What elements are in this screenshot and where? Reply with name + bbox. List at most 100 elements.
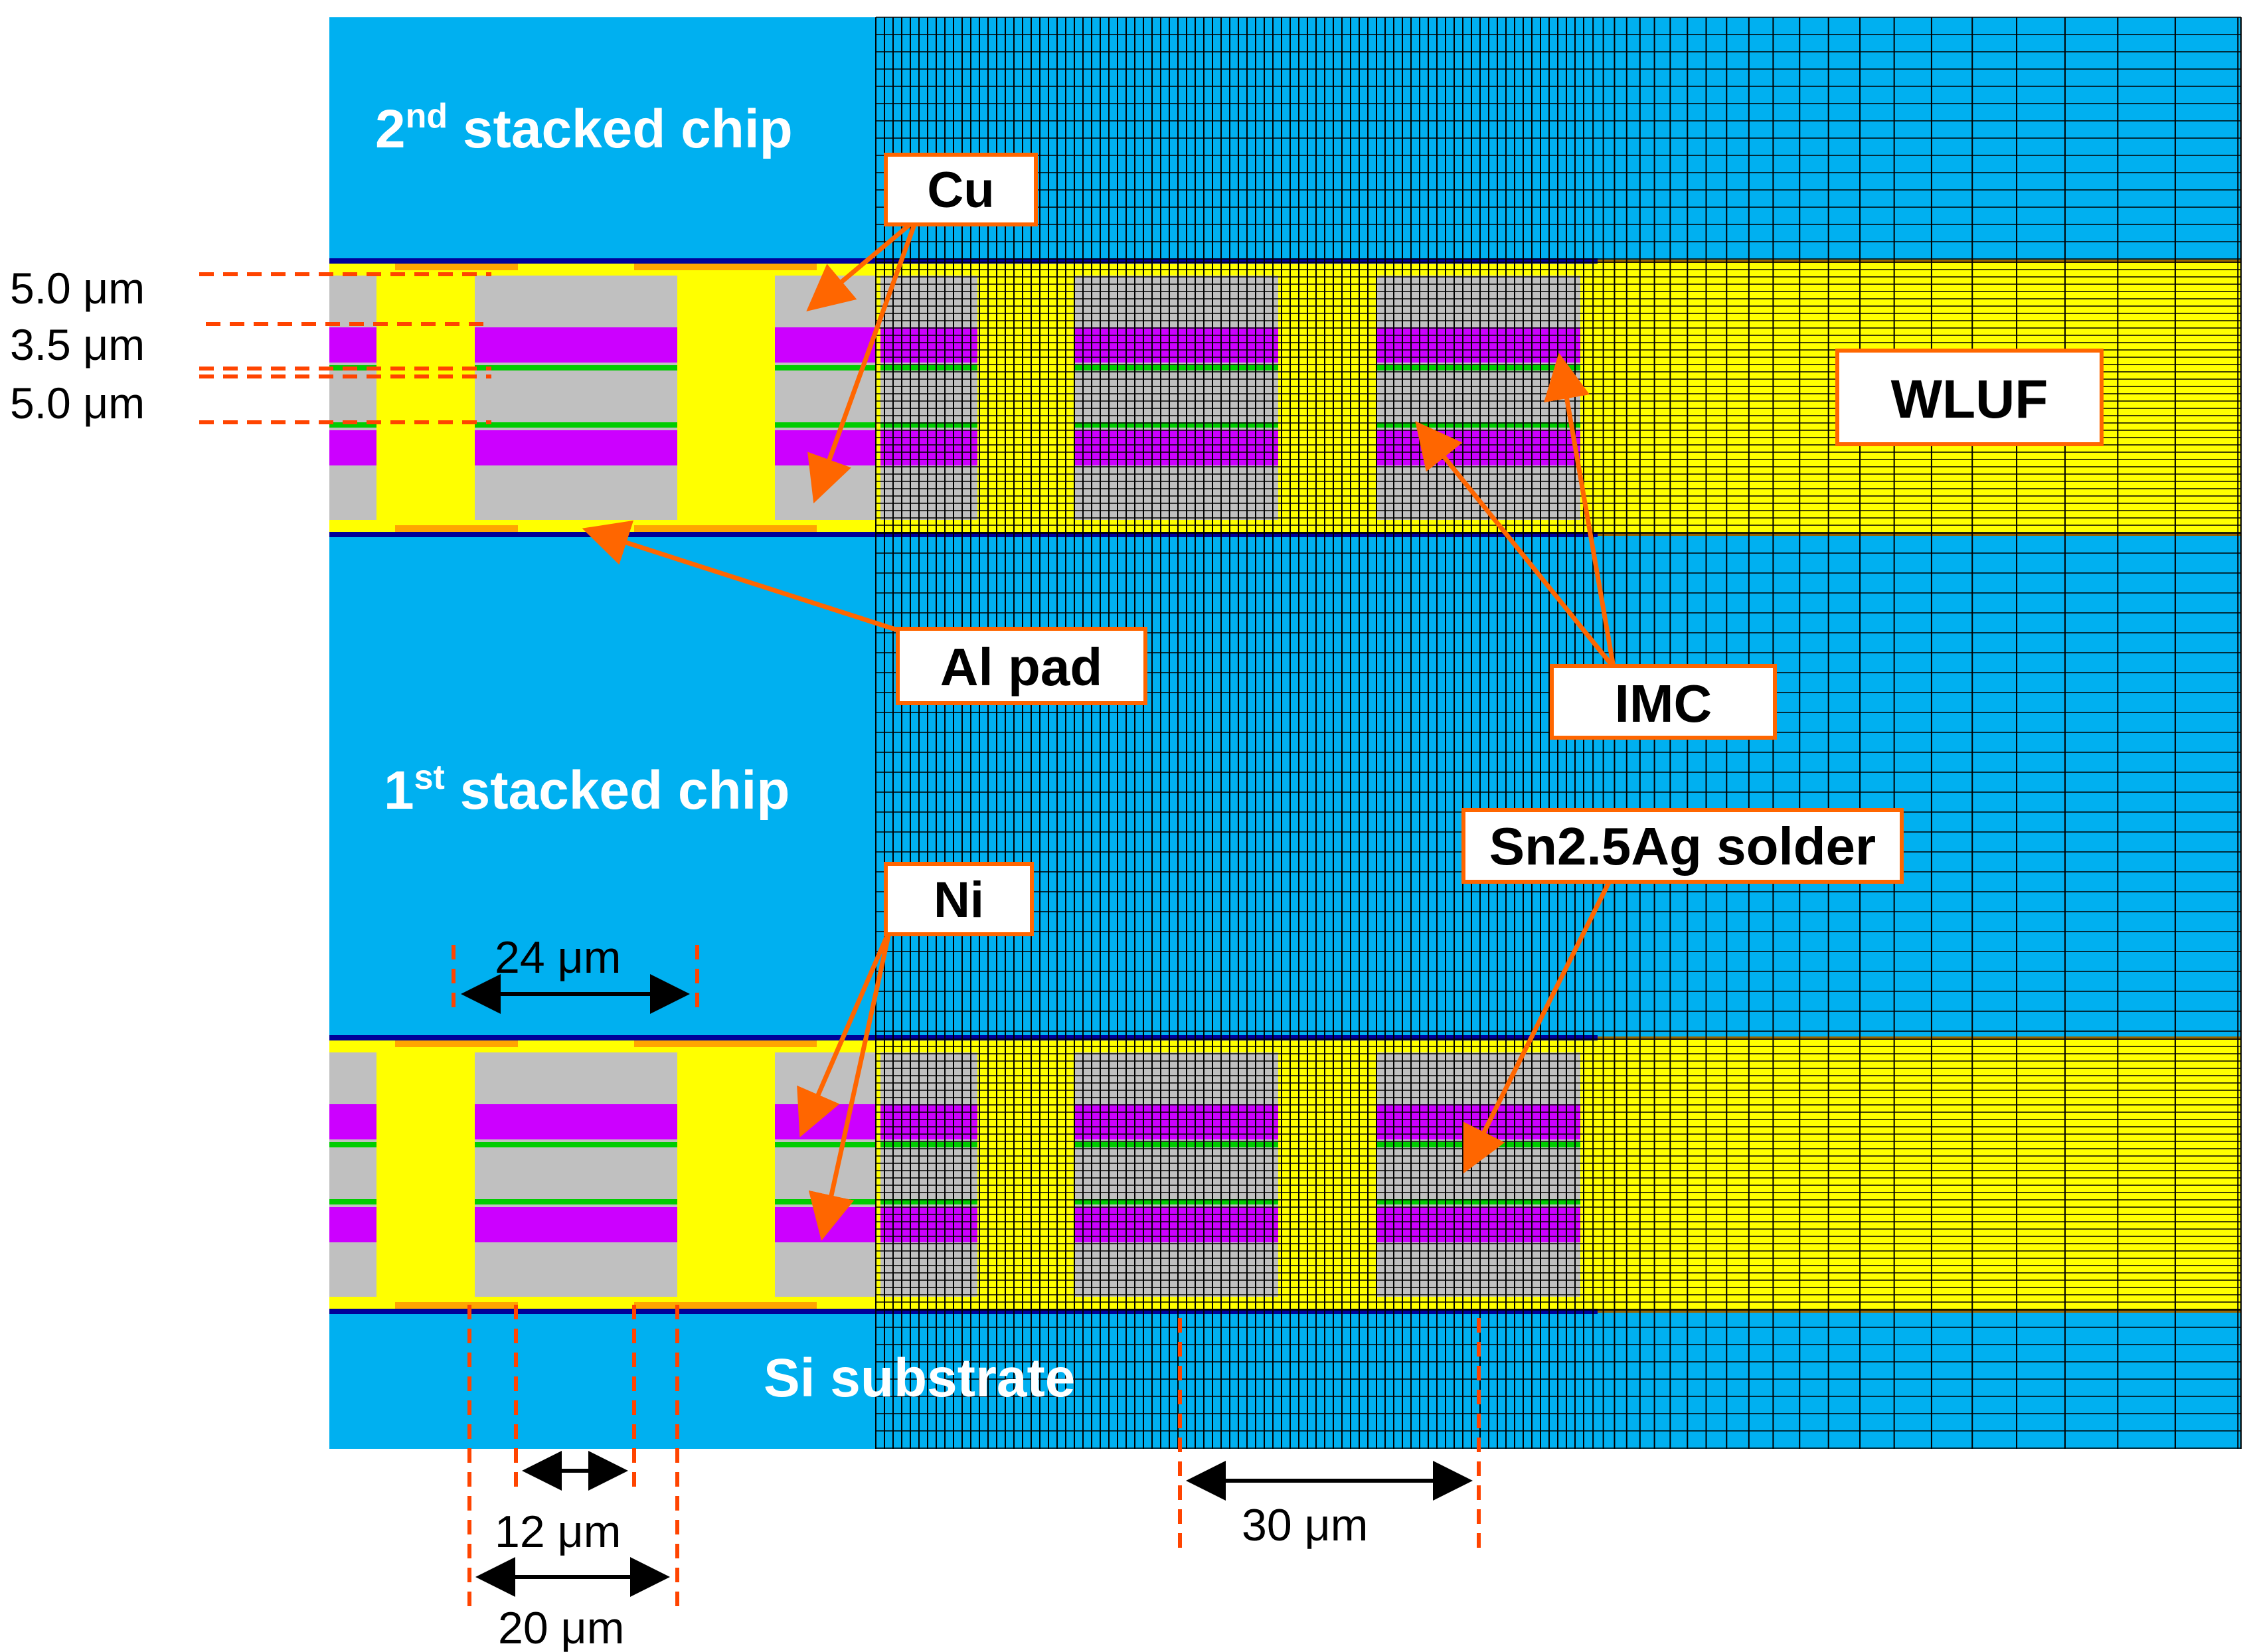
al-pad-line — [1598, 1036, 2241, 1040]
nickel-layer — [1376, 422, 1580, 428]
lower-joint-layer — [329, 1035, 2241, 1314]
imc-layer — [1075, 1207, 1278, 1242]
nickel-layer — [475, 422, 677, 428]
al-pad-line — [1598, 1309, 2241, 1313]
nickel-layer — [1075, 1142, 1278, 1147]
imc-layer — [880, 1207, 977, 1242]
copper-pillar — [1278, 270, 1376, 525]
dim-12-label: 12 μm — [495, 1507, 621, 1557]
ni-callout-text: Ni — [934, 872, 984, 928]
pitch-label: 24 μm — [495, 932, 621, 983]
pitch-dimension: 24 μm — [452, 932, 699, 1016]
copper-pad — [395, 525, 518, 533]
copper-pad — [395, 1302, 518, 1310]
imc-layer — [880, 1104, 977, 1139]
al-pad-callout-text: Al pad — [940, 637, 1102, 697]
copper-pillar — [677, 270, 775, 525]
al-pad-line — [1598, 260, 2241, 263]
cu-arrow-1 — [806, 217, 918, 311]
copper-pad — [395, 1039, 518, 1047]
dim-30-label: 30 μm — [1242, 1500, 1368, 1550]
copper-pad — [634, 262, 817, 270]
imc-arrow-2 — [1544, 353, 1616, 668]
al-pad-line — [329, 1309, 1598, 1314]
imc-layer — [775, 327, 876, 363]
al-pad-line — [329, 258, 1598, 264]
cu-callout-text: Cu — [927, 162, 994, 218]
imc-layer — [1075, 430, 1278, 465]
nickel-layer — [775, 422, 876, 428]
nickel-layer — [775, 1142, 876, 1147]
nickel-layer — [475, 1199, 677, 1204]
substrate-label: Si substrate — [764, 1348, 1075, 1408]
solder-region — [1376, 1052, 1580, 1297]
nickel-layer — [329, 422, 376, 428]
cu-callout: Cu — [884, 153, 1038, 226]
nickel-layer — [880, 1142, 977, 1147]
thickness-label-3: 5.0 μm — [10, 378, 145, 428]
imc-layer — [329, 430, 376, 465]
ni-callout: Ni — [884, 862, 1034, 936]
wluf-callout-text: WLUF — [1891, 369, 2048, 430]
cu-arrow-2 — [807, 218, 919, 504]
al-pad-line — [1598, 533, 2241, 536]
wluf-callout: WLUF — [1835, 349, 2104, 446]
imc-layer — [475, 430, 677, 465]
nickel-layer — [880, 365, 977, 371]
nickel-layer — [1075, 1199, 1278, 1204]
ni-arrow-1 — [797, 928, 892, 1137]
imc-arrow-1 — [1415, 421, 1616, 669]
nickel-layer — [329, 1142, 376, 1147]
nickel-layer — [775, 365, 876, 371]
copper-pillar — [1278, 1047, 1376, 1302]
copper-pad — [395, 262, 518, 270]
chip1-label: 1st stacked chip — [384, 758, 790, 821]
thickness-label-1: 5.0 μm — [10, 264, 145, 313]
nickel-layer — [475, 365, 677, 371]
imc-callout-text: IMC — [1615, 674, 1712, 733]
copper-pillar — [376, 1047, 475, 1302]
copper-pad — [634, 1302, 817, 1310]
imc-layer — [775, 1104, 876, 1139]
ni-arrow-2 — [808, 929, 892, 1241]
chip2-label: 2nd stacked chip — [375, 97, 793, 159]
solder-arrow — [1463, 878, 1613, 1174]
nickel-layer — [880, 422, 977, 428]
solder-region — [1075, 276, 1278, 520]
solder-callout: Sn2.5Ag solder — [1461, 808, 1904, 884]
solder-region — [880, 1052, 977, 1297]
al-pad-arrow — [582, 520, 901, 633]
thickness-label-2: 3.5 μm — [10, 320, 145, 369]
copper-pillar — [677, 1047, 775, 1302]
nickel-layer — [775, 1199, 876, 1204]
imc-layer — [329, 1104, 376, 1139]
imc-callout: IMC — [1550, 664, 1777, 740]
al-pad-line — [329, 1035, 1598, 1040]
nickel-layer — [1075, 365, 1278, 371]
copper-pad — [634, 525, 817, 533]
copper-pad — [634, 1039, 817, 1047]
nickel-layer — [1075, 422, 1278, 428]
copper-pillar — [977, 1047, 1075, 1302]
solder-callout-text: Sn2.5Ag solder — [1489, 817, 1876, 876]
solder-region — [880, 276, 977, 520]
copper-pillar — [977, 270, 1075, 525]
nickel-layer — [880, 1199, 977, 1204]
imc-layer — [880, 430, 977, 465]
callout-arrows — [582, 217, 1616, 1241]
bottom-dimension-lines — [467, 1305, 1481, 1607]
solder-region — [1075, 1052, 1278, 1297]
imc-layer — [775, 430, 876, 465]
imc-layer — [329, 1207, 376, 1242]
copper-pillar — [376, 270, 475, 525]
thickness-guides — [199, 272, 491, 424]
imc-layer — [880, 327, 977, 363]
nickel-layer — [1376, 365, 1580, 371]
al-pad-line — [329, 532, 1598, 537]
nickel-layer — [1376, 1199, 1580, 1204]
imc-layer — [475, 1207, 677, 1242]
dim-20-label: 20 μm — [498, 1603, 624, 1652]
nickel-layer — [475, 1142, 677, 1147]
imc-layer — [475, 1104, 677, 1139]
